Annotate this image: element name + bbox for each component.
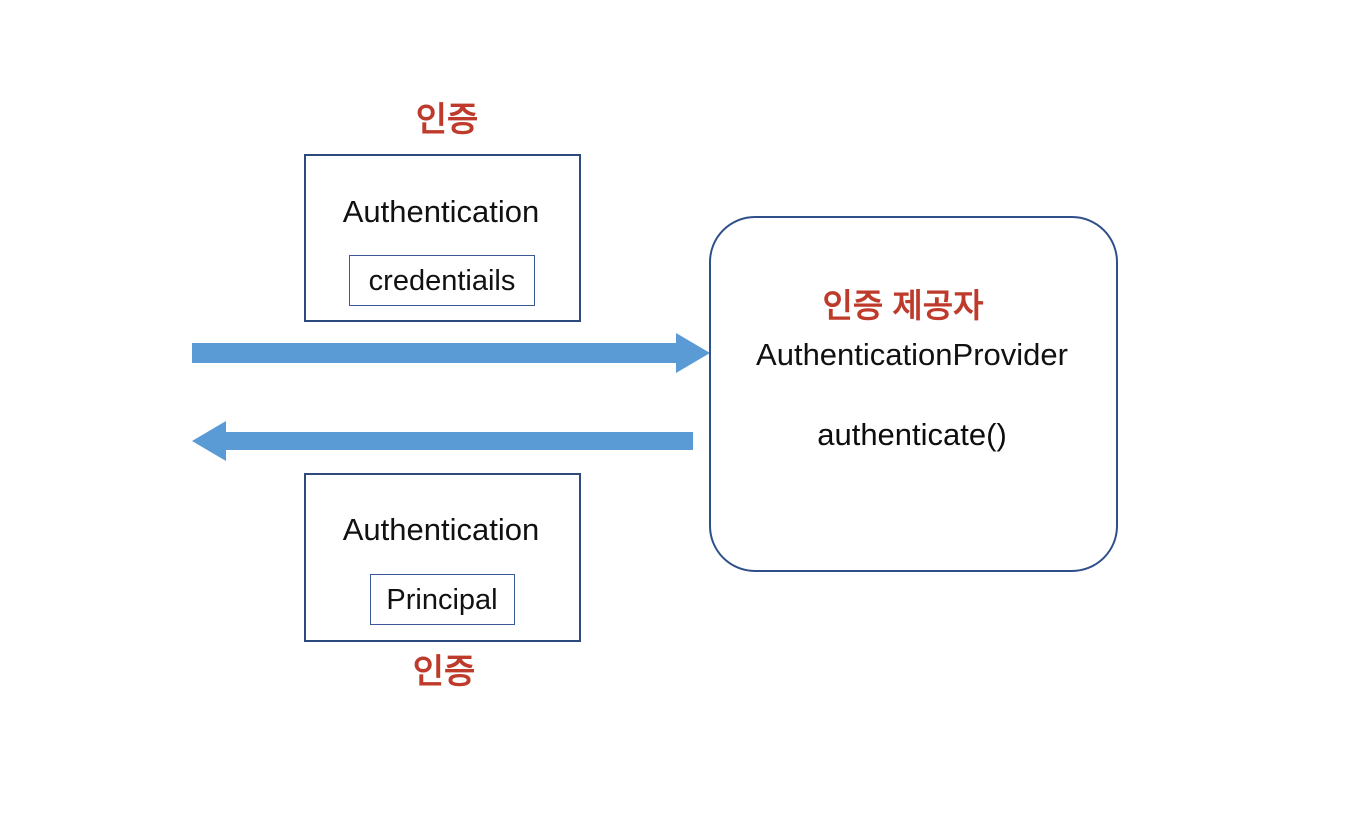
- response-arrow-icon: [192, 421, 693, 461]
- response-arrow: [192, 421, 693, 461]
- authentication-provider-box: [709, 216, 1118, 572]
- authentication-provider-class-label: AuthenticationProvider: [756, 337, 1068, 372]
- authentication-request-class-label: Authentication: [342, 194, 540, 229]
- authenticate-method-label: authenticate(): [817, 417, 1007, 452]
- authentication-provider-korean-label: 인증 제공자: [822, 287, 984, 324]
- authentication-response-class-label: Authentication: [342, 512, 540, 547]
- principal-label: Principal: [386, 584, 498, 616]
- principal-korean-label: 인증: [412, 653, 476, 691]
- request-arrow: [192, 333, 710, 373]
- principal-inner-box: [370, 574, 515, 625]
- credentials-label: credentiails: [368, 265, 516, 297]
- credentials-inner-box: [349, 255, 535, 306]
- request-arrow-icon: [192, 333, 710, 373]
- authentication-response-box: [304, 473, 581, 642]
- credentials-korean-label: 인증: [415, 101, 479, 139]
